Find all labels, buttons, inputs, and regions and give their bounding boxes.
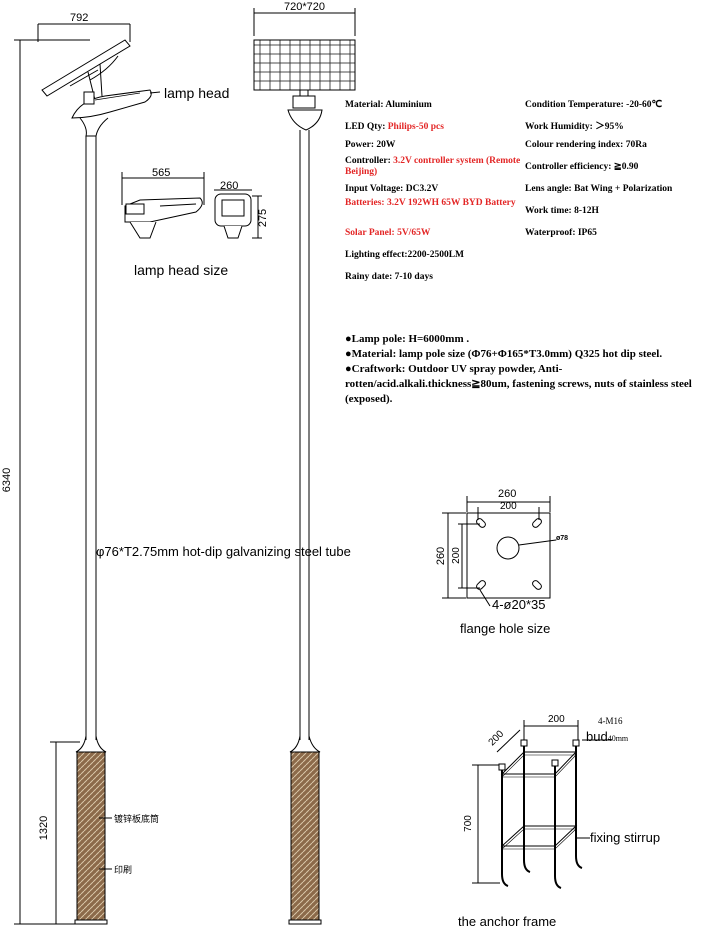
label-tube: φ76*T2.75mm hot-dip galvanizing steel tu… — [96, 544, 351, 559]
spec-key: Controller: — [345, 156, 391, 166]
spec-right-item: Work time: 8-12H — [525, 206, 599, 216]
spec-key: Rainy date: — [345, 272, 393, 282]
spec-left-item: Batteries: 3.2V 192WH 65W BYD Battery — [345, 198, 523, 209]
spec-left-item: Rainy date: 7-10 days — [345, 272, 523, 283]
flange-drawing — [442, 496, 557, 607]
spec-right-item: Waterproof: IP65 — [525, 228, 597, 238]
spec-key: Input Voltage: — [345, 184, 404, 194]
anchor-frame-drawing — [472, 720, 612, 889]
spec-value: 3.2V controller system (Remote Beijing) — [345, 156, 521, 177]
label-flange-caption: flange hole size — [460, 621, 551, 636]
label-anchor-bolt: 4-M16 — [598, 716, 623, 726]
dim-head-width: 260 — [220, 180, 239, 192]
dim-flange-inner: 200 — [500, 501, 517, 512]
dim-flange-outer: 260 — [498, 488, 517, 500]
dim-base-height: 1320 — [38, 815, 51, 841]
spec-value: Solar Panel: 5V/65W — [345, 228, 431, 238]
spec-key: Lighting effect: — [345, 250, 408, 260]
spec-left-item: Power: 20W — [345, 140, 523, 151]
label-lamp-head: lamp head — [164, 85, 230, 101]
spec-right-item: Colour rendering index: 70Ra — [525, 140, 647, 150]
spec-left-item: Controller: 3.2V controller system (Remo… — [345, 156, 523, 178]
note-item: ●Lamp pole: H=6000mm . — [345, 333, 470, 345]
label-print: 印刷 — [114, 866, 133, 876]
spec-value: 20W — [374, 140, 396, 150]
label-anchor-caption: the anchor frame — [458, 914, 557, 929]
dim-anchor-height: 700 — [462, 815, 474, 832]
spec-right-item: Work Humidity: ＞95% — [525, 122, 624, 132]
label-flange-holes: 4-ø20*35 — [492, 597, 546, 612]
spec-key: Power: — [345, 140, 375, 150]
label-lamp-head-size: lamp head size — [134, 262, 229, 278]
spec-left-item: LED Qty: Philips-50 pcs — [345, 122, 523, 133]
bud-text: bud — [586, 729, 608, 744]
spec-left-item: Solar Panel: 5V/65W — [345, 228, 523, 239]
label-bud: bud40mm — [586, 729, 628, 744]
dim-panel-arm: 792 — [70, 12, 89, 24]
dim-total-height: 6340 — [1, 467, 14, 493]
dim-head-length: 565 — [152, 167, 171, 179]
spec-value: Aluminium — [383, 100, 432, 110]
lamp-head-size-detail — [121, 172, 262, 239]
dim-flange-center: ø78 — [556, 535, 569, 542]
spec-right-item: Lens angle: Bat Wing + Polarization — [525, 184, 673, 194]
spec-left-item: Material: Aluminium — [345, 100, 523, 111]
spec-right-item: Condition Temperature: -20-60℃ — [525, 100, 663, 110]
spec-value: DC3.2V — [403, 184, 439, 194]
spec-value: Batteries: 3.2V 192WH 65W BYD Battery — [345, 198, 516, 208]
note-item: ●Craftwork: Outdoor UV spray powder, Ant… — [345, 363, 692, 405]
spec-value: Philips-50 pcs — [385, 122, 444, 132]
bud-size: 40mm — [607, 734, 629, 743]
dim-head-height: 275 — [257, 208, 270, 228]
left-pole — [14, 23, 161, 925]
spec-left-item: Lighting effect:2200-2500LM — [345, 250, 523, 261]
spec-value: 7-10 days — [392, 272, 433, 282]
dim-flange-side-inner: 200 — [450, 547, 462, 564]
dim-flange-side-outer: 260 — [435, 546, 448, 566]
spec-right-item: Controller efficiency: ≧0.90 — [525, 162, 639, 172]
spec-left-item: Input Voltage: DC3.2V — [345, 184, 523, 195]
label-fixing-stirrup: fixing stirrup — [590, 830, 661, 845]
pole-notes: ●Lamp pole: H=6000mm . ●Material: lamp po… — [345, 332, 725, 407]
label-base-sleeve: 镀锌板底筒 — [114, 815, 160, 825]
note-item: ●Material: lamp pole size (Φ76+Φ165*T3.0… — [345, 348, 663, 360]
spec-value: 2200-2500LM — [407, 250, 464, 260]
spec-key: LED Qty: — [345, 122, 386, 132]
spec-key: Material: — [345, 100, 384, 110]
dim-anchor-a: 200 — [548, 714, 565, 725]
right-pole — [253, 8, 356, 925]
dim-panel-size: 720*720 — [284, 1, 325, 13]
